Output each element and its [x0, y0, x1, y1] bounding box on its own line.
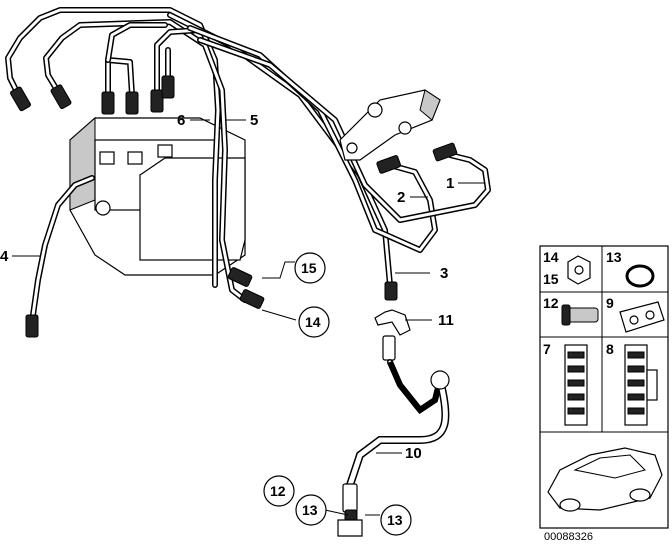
- parts-legend-panel: 14 15 13 12 9 7 8: [539, 245, 669, 529]
- master-cylinder: [339, 89, 441, 161]
- callout-15: 15: [301, 260, 317, 276]
- callout-10: 10: [405, 445, 422, 462]
- legend-14: 14: [543, 249, 559, 265]
- callout-13-left: 13: [302, 502, 318, 518]
- callout-1: 1: [446, 175, 454, 192]
- legend-15: 15: [543, 271, 559, 287]
- callout-labels: 6 5 4 2 1 3 11 10 15 14 12 13 13: [0, 112, 454, 536]
- callout-14: 14: [305, 314, 321, 330]
- callout-13-right: 13: [387, 512, 403, 528]
- callout-6: 6: [177, 112, 185, 129]
- legend-12: 12: [543, 295, 559, 311]
- clip-8: [624, 344, 658, 426]
- bracket: [374, 309, 411, 336]
- legend-7: 7: [543, 341, 551, 357]
- leader-lines: [12, 119, 485, 516]
- clip-7: [564, 344, 588, 426]
- legend-8: 8: [606, 341, 614, 357]
- legend-9: 9: [606, 295, 614, 311]
- callout-12: 12: [270, 483, 286, 499]
- brake-hose: [337, 335, 450, 537]
- car-silhouette: [547, 447, 663, 512]
- callout-3: 3: [440, 265, 448, 282]
- brake-pipes: [5, 7, 491, 325]
- callout-4: 4: [0, 248, 9, 265]
- pipe-fittings: [10, 75, 458, 338]
- callout-5: 5: [250, 112, 258, 129]
- callout-11: 11: [438, 312, 454, 329]
- legend-13: 13: [606, 249, 622, 265]
- reference-number: 00088326: [544, 531, 593, 543]
- callout-2: 2: [397, 189, 405, 206]
